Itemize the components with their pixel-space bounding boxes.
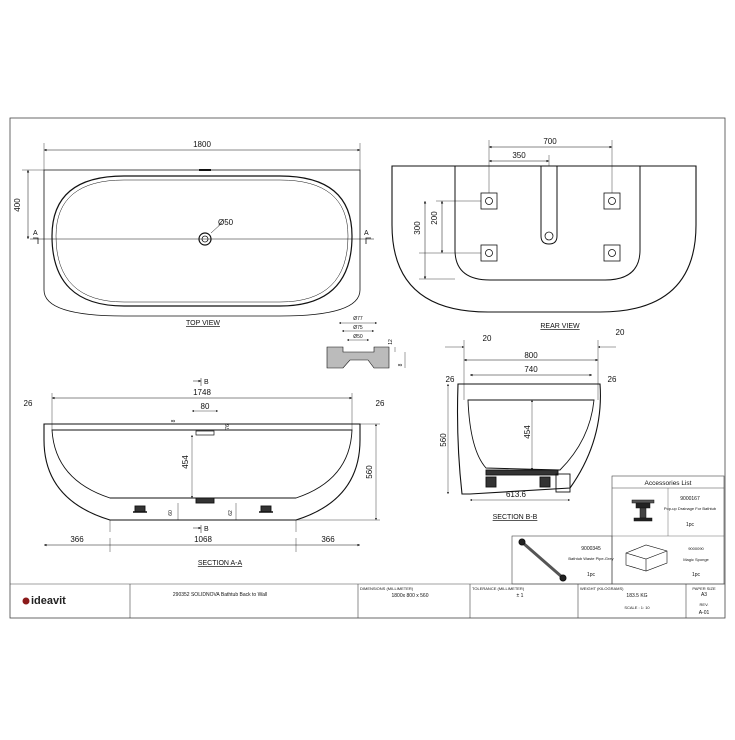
detail-h12: 12	[388, 339, 394, 345]
drain-diameter-dim: Ø50	[218, 218, 234, 227]
sheet-frame	[9, 117, 726, 619]
aa-side-left-dim: 366	[70, 535, 84, 544]
top-length-dim: 1800	[193, 140, 211, 149]
sponge-icon	[625, 544, 668, 572]
accessory-qty-1: 1pc	[686, 522, 695, 528]
accessory-qty-2: 1pc	[587, 572, 596, 578]
accessory-code-2: 9000345	[581, 546, 601, 552]
section-mark-a-left: A	[33, 230, 38, 237]
paper-size-label: PAPER SIZE	[692, 586, 716, 591]
rev-label: REV.	[700, 602, 709, 607]
accessories-title: Accessories List	[645, 480, 692, 487]
dimensions-value: 1800x 800 x 560	[392, 593, 429, 599]
aa-drain-depth-dim: 76	[225, 424, 231, 430]
brand-name: ideavit	[31, 595, 66, 607]
detail-d77: Ø77	[353, 316, 363, 322]
aa-foot1-dim: 60	[168, 510, 174, 516]
bb-lip-right-dim: 26	[608, 375, 617, 384]
dimensions-label: DIMENSIONS (MILLIMETER)	[360, 586, 414, 591]
rear-half-dim: 350	[512, 151, 526, 160]
rear-total-dim: 700	[543, 137, 557, 146]
brand-logo: ideavit	[22, 595, 66, 607]
tolerance-value: ± 1	[517, 593, 524, 599]
section-bb-label: SECTION B-B	[493, 514, 538, 521]
waste-pipe-icon	[518, 538, 567, 582]
product-title: 290352 SOLIDNOVA Bathtub Back to Wall	[173, 592, 267, 598]
aa-inner-dim: 1748	[193, 388, 211, 397]
bb-top-left-dim: 20	[483, 334, 492, 343]
weight-label: WEIGHT (KILOGRAMS)	[580, 586, 624, 591]
aa-side-right-dim: 366	[321, 535, 335, 544]
drain-detail	[326, 322, 406, 369]
title-block	[10, 583, 725, 618]
aa-lip-left-dim: 26	[24, 399, 33, 408]
rear-view	[391, 140, 697, 313]
detail-d50: Ø50	[353, 334, 363, 340]
aa-section-mark-bottom: B	[204, 526, 209, 533]
top-view	[22, 143, 374, 317]
section-mark-a-right: A	[364, 230, 369, 237]
paper-size-value: A3	[701, 592, 707, 598]
aa-height-dim: 560	[365, 465, 374, 479]
bb-top-right-dim: 20	[616, 328, 625, 337]
accessories-panel	[511, 475, 725, 585]
accessory-code-1: 9000167	[680, 496, 700, 502]
accessory-name-3: Magic Sponge	[683, 557, 709, 562]
aa-foot2-dim: 62	[228, 510, 234, 516]
aa-depth-dim: 454	[181, 455, 190, 469]
rear-200-dim: 200	[430, 211, 439, 225]
aa-section-mark-top: B	[204, 379, 209, 386]
aa-drain-width-dim: 80	[201, 402, 210, 411]
tolerance-label: TOLERANCE (MILLIMETER)	[472, 586, 525, 591]
aa-drain-offset-dim: 8	[171, 419, 177, 422]
weight-value: 183.5 KG	[626, 593, 647, 599]
scale-value: SCALE : 1: 10	[624, 605, 650, 610]
bb-depth-dim: 454	[523, 425, 532, 439]
detail-h8: 8	[398, 363, 404, 366]
top-view-label: TOP VIEW	[186, 320, 220, 327]
bb-inner-dim: 740	[524, 365, 538, 374]
rev-value: A-01	[699, 610, 710, 616]
section-aa-label: SECTION A-A	[198, 560, 243, 567]
aa-center-dim: 1068	[194, 535, 212, 544]
rear-view-label: REAR VIEW	[540, 323, 580, 330]
pop-up-drain-icon	[631, 499, 655, 522]
bb-height-dim: 560	[439, 433, 448, 447]
rear-300-dim: 300	[413, 221, 422, 235]
accessory-name-2: Bathtub Waste Pipe-Grey	[568, 556, 613, 561]
accessory-name-1: Pop-up Drainage For Bathtub	[664, 506, 717, 511]
detail-d75: Ø75	[353, 325, 363, 331]
aa-lip-right-dim: 26	[376, 399, 385, 408]
accessory-code-3: 9000090	[688, 546, 704, 551]
section-a-a	[43, 378, 380, 552]
accessory-qty-3: 1pc	[692, 572, 701, 578]
bb-base-dim: 613.6	[506, 490, 527, 499]
top-width-dim: 400	[13, 198, 22, 212]
bb-outer-dim: 800	[524, 351, 538, 360]
section-b-b	[445, 340, 616, 501]
bb-lip-left-dim: 26	[446, 375, 455, 384]
